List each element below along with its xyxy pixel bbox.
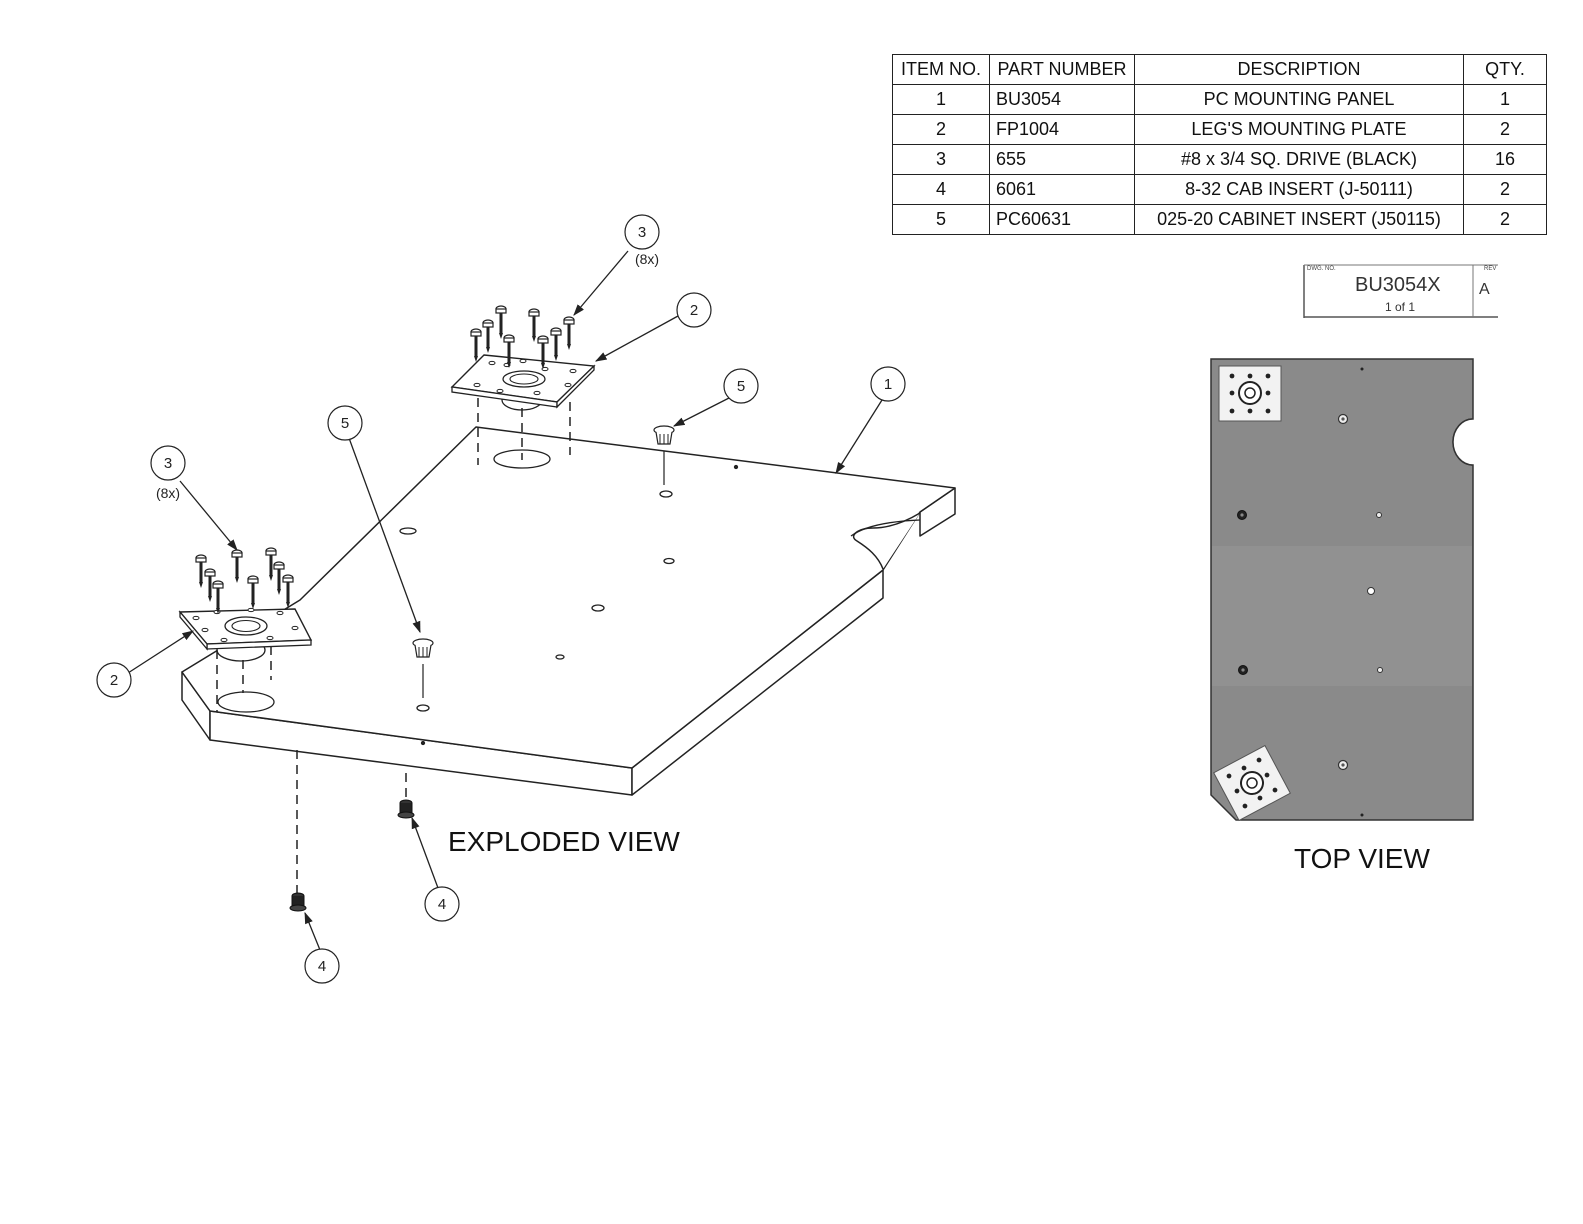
bom-description: 8-32 CAB INSERT (J-50111) xyxy=(1134,174,1464,205)
balloon-5-right-number: 5 xyxy=(737,378,745,395)
balloon-5-left: 5 xyxy=(327,405,363,441)
insert-4-bottom xyxy=(289,892,307,912)
bom-row: 1 BU3054 PC MOUNTING PANEL 1 xyxy=(892,84,1547,115)
bom-header-qty: QTY. xyxy=(1463,54,1547,85)
bom-item-no: 4 xyxy=(892,174,990,205)
insert-5-left xyxy=(412,638,434,698)
balloon-3-top-number: 3 xyxy=(638,224,646,241)
bom-part-number: BU3054 xyxy=(989,84,1135,115)
balloon-4-center: 4 xyxy=(424,886,460,922)
balloon-3-left: 3 (8x) xyxy=(150,445,186,501)
top-view xyxy=(1210,358,1474,822)
revision: A xyxy=(1479,281,1490,298)
insert-5-right xyxy=(653,425,675,485)
bom-description: PC MOUNTING PANEL xyxy=(1134,84,1464,115)
title-block-frame xyxy=(1303,264,1498,318)
balloon-5-right: 5 xyxy=(723,368,759,404)
bom-part-number: 655 xyxy=(989,144,1135,175)
balloon-4-bottom-number: 4 xyxy=(318,958,326,975)
balloon-2-top-number: 2 xyxy=(690,302,698,319)
bom-header-part-number: PART NUMBER xyxy=(989,54,1135,85)
bom-qty: 1 xyxy=(1463,84,1547,115)
bom-item-no: 2 xyxy=(892,114,990,145)
title-block: DWG. NO. BU3054X 1 of 1 REV A xyxy=(1303,264,1498,318)
bom-description: #8 x 3/4 SQ. DRIVE (BLACK) xyxy=(1134,144,1464,175)
balloon-3-top: 3 (8x) xyxy=(624,214,660,267)
mounting-plate-top xyxy=(450,304,596,411)
bom-qty: 16 xyxy=(1463,144,1547,175)
drop-lines-top xyxy=(477,398,571,465)
mounting-plate-left xyxy=(178,546,313,662)
sheet-number: 1 of 1 xyxy=(1385,300,1416,314)
top-view-label: TOP VIEW xyxy=(1294,843,1430,874)
bom-description: LEG'S MOUNTING PLATE xyxy=(1134,114,1464,145)
balloon-5-left-number: 5 xyxy=(341,415,349,432)
insert-4-center xyxy=(397,799,415,819)
bom-item-no: 1 xyxy=(892,84,990,115)
bom-part-number: PC60631 xyxy=(989,204,1135,235)
bom-row: 2 FP1004 LEG'S MOUNTING PLATE 2 xyxy=(892,114,1547,145)
balloon-3-left-number: 3 xyxy=(164,455,172,472)
balloon-1: 1 xyxy=(870,366,906,402)
bom-part-number: 6061 xyxy=(989,174,1135,205)
bom-item-no: 3 xyxy=(892,144,990,175)
balloon-2-left: 2 xyxy=(96,662,132,698)
bom-part-number: FP1004 xyxy=(989,114,1135,145)
dwg-no: BU3054X xyxy=(1355,274,1441,296)
bill-of-materials-table: ITEM NO. PART NUMBER DESCRIPTION QTY. 1 … xyxy=(892,54,1547,235)
drop-lines-left xyxy=(216,646,407,893)
bom-header-item-no: ITEM NO. xyxy=(892,54,990,85)
balloon-3-top-qty: (8x) xyxy=(635,251,659,267)
exploded-view xyxy=(178,304,956,912)
bom-header-description: DESCRIPTION xyxy=(1134,54,1464,85)
exploded-view-label: EXPLODED VIEW xyxy=(448,826,680,857)
bom-qty: 2 xyxy=(1463,114,1547,145)
dwg-no-label: DWG. NO. xyxy=(1307,266,1336,272)
balloon-4-center-number: 4 xyxy=(438,896,446,913)
balloon-2-top: 2 xyxy=(676,292,712,328)
top-view-holes xyxy=(1237,367,1383,817)
bom-row: 4 6061 8-32 CAB INSERT (J-50111) 2 xyxy=(892,174,1547,205)
leader-lines xyxy=(127,250,883,951)
rev-label: REV xyxy=(1484,266,1497,272)
bom-description: 025-20 CABINET INSERT (J50115) xyxy=(1134,204,1464,235)
bom-qty: 2 xyxy=(1463,204,1547,235)
bom-qty: 2 xyxy=(1463,174,1547,205)
top-view-shade-band xyxy=(1212,546,1472,686)
bom-header-row: ITEM NO. PART NUMBER DESCRIPTION QTY. xyxy=(892,54,1547,85)
bom-row: 5 PC60631 025-20 CABINET INSERT (J50115)… xyxy=(892,204,1547,235)
top-view-plate-lower xyxy=(1213,744,1291,822)
balloon-2-left-number: 2 xyxy=(110,672,118,689)
balloon-4-bottom: 4 xyxy=(304,948,340,984)
balloon-1-number: 1 xyxy=(884,376,892,393)
balloon-3-left-qty: (8x) xyxy=(156,485,180,501)
panel-top-face xyxy=(181,426,956,769)
bom-row: 3 655 #8 x 3/4 SQ. DRIVE (BLACK) 16 xyxy=(892,144,1547,175)
top-view-plate-upper xyxy=(1218,365,1282,422)
bom-item-no: 5 xyxy=(892,204,990,235)
